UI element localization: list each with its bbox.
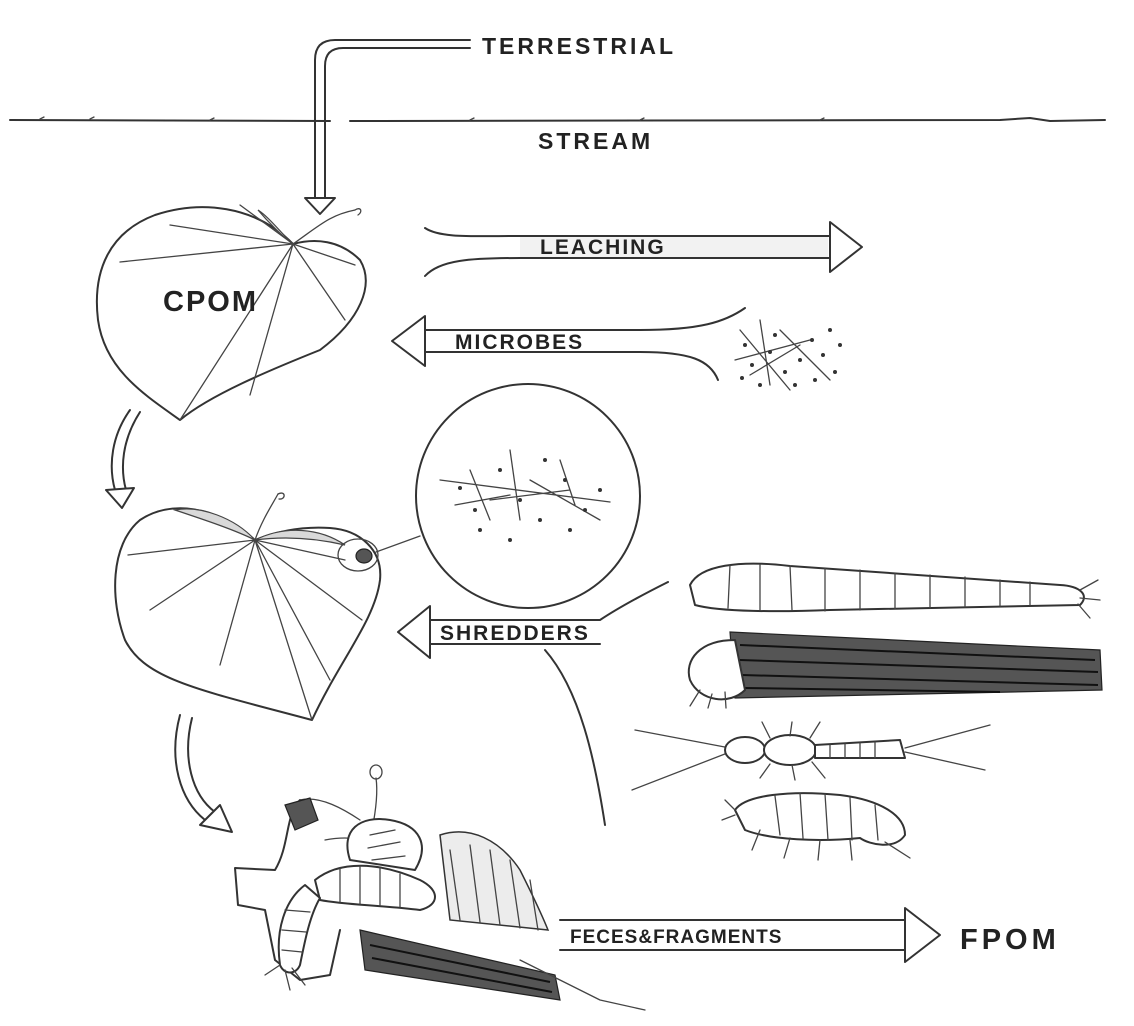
leaching-label: LEACHING xyxy=(540,236,666,259)
shredders-arrow xyxy=(398,582,668,825)
stream-label: STREAM xyxy=(538,128,653,154)
magnified-hyphae-icon xyxy=(376,384,640,608)
shredded-leaf-icon xyxy=(235,765,645,1010)
cranefly-larva-icon xyxy=(690,564,1100,618)
terrestrial-input-arrow xyxy=(305,40,470,214)
leaf-icon xyxy=(115,493,380,720)
cpom-label: CPOM xyxy=(163,286,258,318)
microbes-label: MICROBES xyxy=(455,331,584,354)
water-surface-line xyxy=(10,117,1105,121)
feces-fragments-label: FECES&FRAGMENTS xyxy=(570,927,782,948)
caddisfly-case-icon xyxy=(689,632,1102,708)
shredders-label: SHREDDERS xyxy=(440,622,590,645)
decomposition-arrow-2 xyxy=(175,715,232,832)
decomposition-arrow-1 xyxy=(106,410,140,508)
stonefly-nymph-icon xyxy=(632,722,990,790)
amphipod-icon xyxy=(722,793,910,860)
fpom-label: FPOM xyxy=(960,924,1060,956)
terrestrial-label: TERRESTRIAL xyxy=(482,33,676,59)
microbe-cluster-icon xyxy=(735,320,842,390)
